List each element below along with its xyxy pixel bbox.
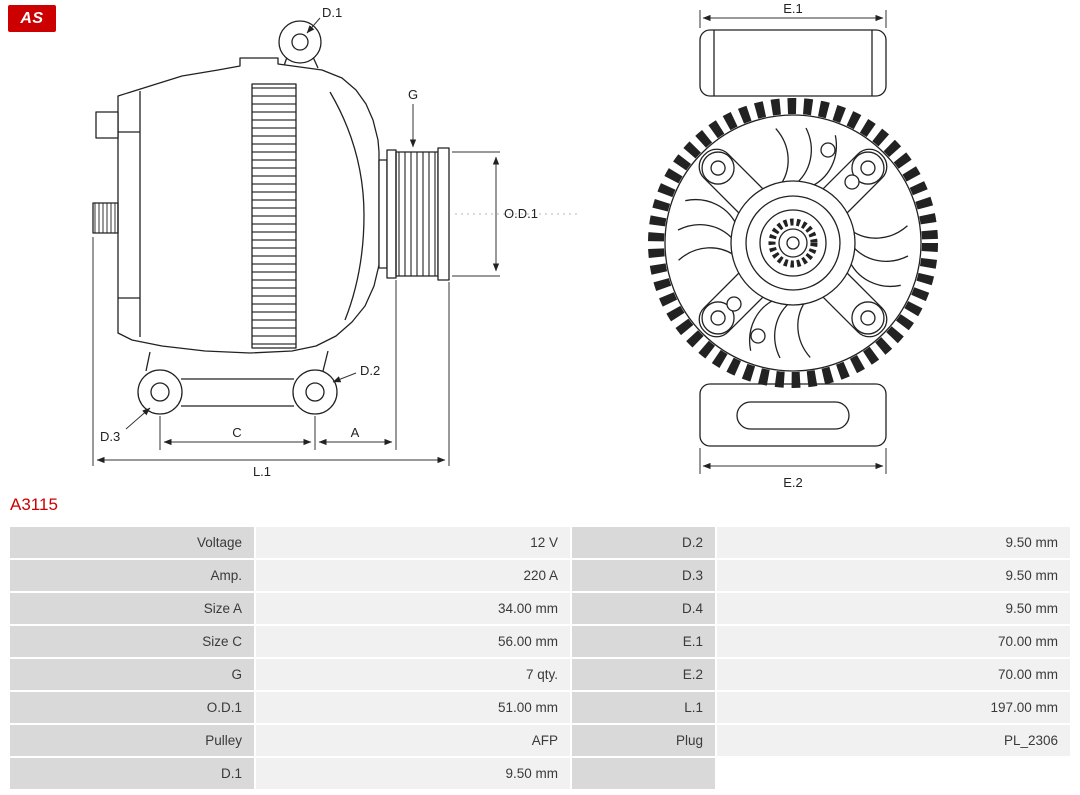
spec-table: Voltage 12 V D.2 9.50 mm Amp. 220 A D.3 … (10, 527, 1070, 789)
spec-label: Voltage (10, 527, 254, 558)
dim-label-e2: E.2 (783, 475, 803, 490)
dim-label-a: A (351, 425, 360, 440)
spec-label: Plug (572, 725, 715, 756)
spec-value: 70.00 mm (717, 626, 1070, 657)
spec-value: 7 qty. (256, 659, 570, 690)
spec-value (717, 758, 1070, 789)
spec-label (572, 758, 715, 789)
spec-label: L.1 (572, 692, 715, 723)
technical-drawing: D.1 G O.D.1 D.2 D.3 C A L.1 (92, 1, 938, 490)
spec-label: Pulley (10, 725, 254, 756)
spec-value: 9.50 mm (717, 560, 1070, 591)
spec-value: 9.50 mm (256, 758, 570, 789)
dim-label-g: G (408, 87, 418, 102)
spec-value: 9.50 mm (717, 527, 1070, 558)
part-number: A3115 (10, 495, 58, 514)
spec-label: E.2 (572, 659, 715, 690)
dim-label-d2: D.2 (360, 363, 380, 378)
spec-value: 12 V (256, 527, 570, 558)
spec-label: Amp. (10, 560, 254, 591)
dim-label-d3: D.3 (100, 429, 120, 444)
spec-label: Size C (10, 626, 254, 657)
spec-label: D.2 (572, 527, 715, 558)
spec-value: 56.00 mm (256, 626, 570, 657)
spec-label: D.1 (10, 758, 254, 789)
dim-label-l1: L.1 (253, 464, 271, 479)
side-view-drawing: D.1 G O.D.1 D.2 D.3 C A L.1 (92, 5, 578, 479)
spec-value: 197.00 mm (717, 692, 1070, 723)
brand-logo: AS (8, 5, 56, 32)
spec-value: 51.00 mm (256, 692, 570, 723)
spec-label: E.1 (572, 626, 715, 657)
dim-label-e1: E.1 (783, 1, 803, 16)
spec-value: 34.00 mm (256, 593, 570, 624)
front-view-drawing: E.1 E.2 (648, 1, 938, 490)
spec-value: PL_2306 (717, 725, 1070, 756)
spec-value: 220 A (256, 560, 570, 591)
spec-label: D.3 (572, 560, 715, 591)
spec-label: Size A (10, 593, 254, 624)
dim-label-od1: O.D.1 (504, 206, 538, 221)
spec-label: G (10, 659, 254, 690)
dim-label-c: C (232, 425, 241, 440)
spec-label: O.D.1 (10, 692, 254, 723)
spec-value: 9.50 mm (717, 593, 1070, 624)
spec-label: D.4 (572, 593, 715, 624)
dim-label-d1: D.1 (322, 5, 342, 20)
spec-value: 70.00 mm (717, 659, 1070, 690)
spec-value: AFP (256, 725, 570, 756)
